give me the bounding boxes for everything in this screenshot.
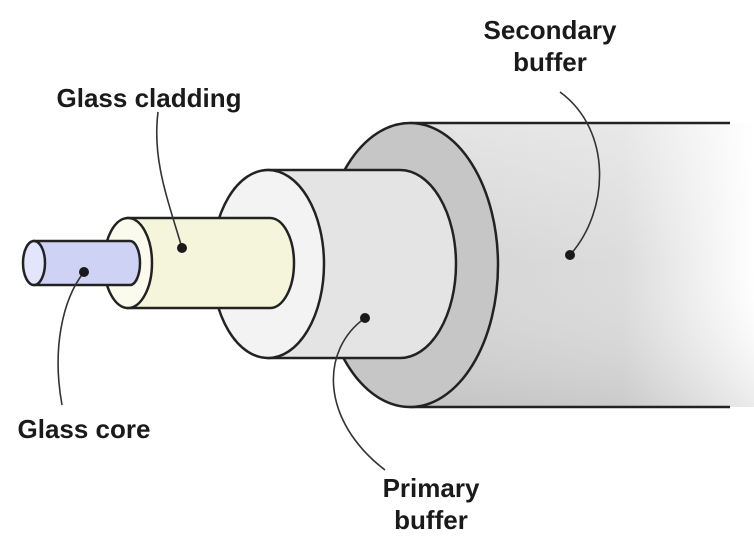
leader-lines — [57, 91, 601, 471]
glass-core-dot — [79, 267, 89, 277]
primary-buffer-dot — [360, 313, 370, 323]
glass-cladding-dot — [177, 243, 187, 253]
glass-core-face — [21, 239, 47, 287]
secondary-buffer-label-line-2: buffer — [513, 47, 587, 77]
secondary-buffer-dot — [565, 250, 575, 260]
glass-cladding-body — [126, 216, 296, 310]
glass-core-leader — [57, 271, 85, 406]
secondary-buffer-body-shade — [410, 123, 754, 407]
glass-cladding-label: Glass cladding — [44, 82, 254, 114]
glass-core-layer — [21, 239, 142, 287]
leader-dots — [79, 243, 575, 323]
primary-buffer-label: Primary buffer — [372, 472, 490, 536]
primary-buffer-label-line-1: Primary — [382, 473, 480, 503]
secondary-buffer-leader — [559, 91, 601, 256]
glass-cladding-leader — [155, 111, 183, 249]
glass-cladding-label-line-1: Glass cladding — [56, 83, 242, 113]
primary-buffer-leader — [332, 317, 386, 471]
glass-core-label-line-1: Glass core — [17, 414, 151, 444]
secondary-buffer-label-line-1: Secondary — [483, 15, 617, 45]
secondary-buffer-edges — [410, 121, 730, 409]
secondary-buffer-label: Secondary buffer — [472, 14, 628, 78]
glass-core-body — [32, 239, 142, 287]
primary-buffer-label-line-2: buffer — [394, 505, 468, 535]
glass-core-label: Glass core — [8, 413, 160, 445]
